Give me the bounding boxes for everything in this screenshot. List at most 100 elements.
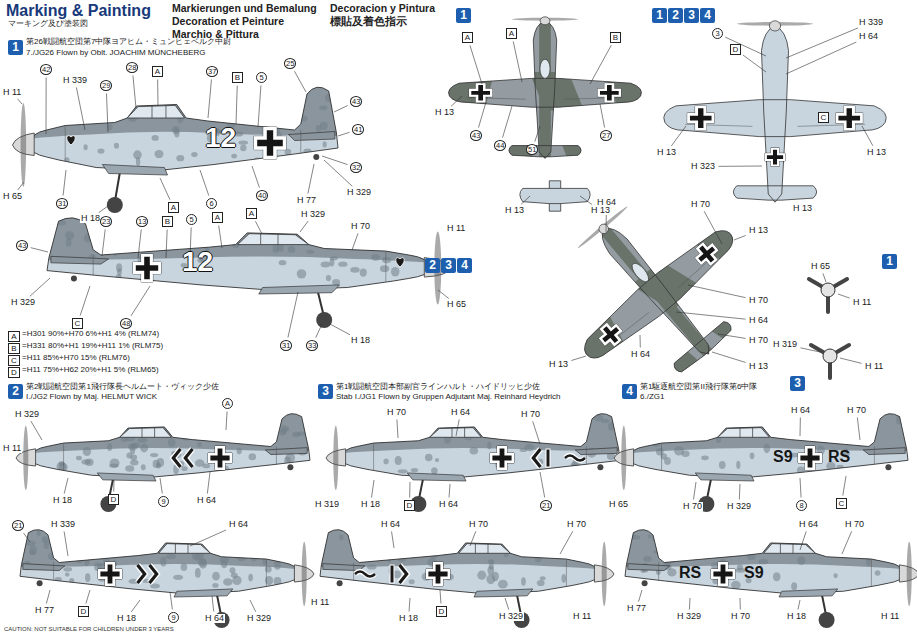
callout-number: 25 (284, 58, 296, 69)
mottle (867, 530, 875, 540)
mottle (270, 465, 275, 470)
leader-line (316, 324, 322, 338)
mottle (477, 571, 486, 580)
tail-wheel (337, 580, 343, 586)
mottle (90, 544, 96, 552)
color-letter-box: A (168, 202, 179, 213)
mottle (150, 453, 158, 457)
leader-line (160, 178, 170, 200)
canopy (540, 59, 550, 78)
canopy (459, 544, 511, 554)
bar-marking (546, 449, 550, 467)
leader-line (838, 294, 850, 298)
chevron-outline (173, 449, 180, 467)
wing-root (695, 473, 754, 481)
mottle (104, 546, 114, 550)
splinter-area (561, 141, 586, 162)
panel-line (871, 559, 872, 586)
mottle (380, 265, 389, 272)
mottle (664, 457, 671, 465)
mottle (763, 444, 770, 454)
mottle (130, 446, 135, 455)
panel-line (276, 447, 277, 465)
mottle (498, 580, 508, 589)
propeller (23, 426, 28, 490)
mottle (216, 412, 220, 421)
color-key-box: A (8, 331, 20, 342)
paint-code: H 18 (52, 496, 73, 505)
mottle (107, 443, 112, 451)
mottle (153, 460, 160, 468)
leader-line (308, 164, 314, 194)
paint-code: H 329 (10, 298, 36, 307)
mottle (484, 414, 493, 420)
callout-number: 5 (256, 72, 267, 83)
mottle (253, 112, 258, 119)
cross-border (691, 238, 723, 270)
leader-line (334, 105, 348, 112)
mottle (249, 453, 257, 460)
panel-line (63, 443, 64, 470)
section-number-badge: 3 (684, 8, 699, 23)
splinter-camouflage (444, 16, 647, 165)
mottle (338, 262, 347, 267)
canopy-frame (175, 544, 176, 554)
airframe-outline (733, 186, 816, 200)
node-text: 1 (12, 40, 19, 54)
paint-code: H 11 (310, 598, 330, 607)
paint-code: H 64 (748, 316, 769, 325)
cross-black (690, 108, 712, 128)
leader-line (131, 286, 150, 316)
canopy-frame (464, 428, 465, 438)
mottle (320, 225, 327, 234)
propeller (333, 426, 338, 490)
mottle (202, 427, 210, 436)
mottle (875, 570, 881, 576)
paint-code: H 13 (434, 108, 455, 117)
mottle (137, 539, 145, 544)
mottle (237, 448, 242, 455)
cross-black (800, 448, 819, 467)
paint-code: H 13 (590, 206, 611, 215)
cross-black (767, 150, 783, 165)
balkenkreuz (133, 254, 161, 282)
leader-line (294, 71, 306, 92)
airframe-outline (449, 78, 642, 107)
color-letter-box: D (436, 606, 447, 617)
leader-line (18, 99, 22, 104)
mottle (279, 260, 287, 265)
paint-code: H 323 (690, 162, 716, 171)
mottle (819, 421, 828, 425)
paint-code: H 329 (676, 612, 702, 621)
mottle (464, 533, 472, 538)
callout-number: 41 (352, 124, 364, 135)
wing-root (174, 589, 233, 597)
propeller (621, 426, 626, 490)
callout-number: 42 (40, 64, 52, 75)
tail-wheel (71, 275, 77, 281)
leader-line (170, 592, 172, 610)
propeller-front-view (809, 279, 847, 312)
mottle (407, 434, 417, 441)
mottle (736, 461, 740, 469)
callout-number: 33 (306, 340, 318, 351)
cross-black (838, 108, 860, 128)
balkenkreuz (687, 106, 714, 131)
node-text: 4 (461, 258, 468, 272)
leader-line (160, 478, 162, 494)
mottle (99, 532, 104, 538)
canopy-frame (154, 428, 155, 438)
canopy-frame (488, 544, 489, 553)
cross-white (711, 562, 735, 586)
leader-line (533, 421, 540, 444)
aircraft-planform (524, 161, 789, 423)
mottle (758, 559, 768, 564)
mottle (488, 559, 494, 563)
camouflage (32, 190, 432, 287)
paint-code: H 64 (790, 406, 811, 415)
node-text: 4 (704, 8, 711, 22)
leader-line (30, 278, 50, 296)
upper-camouflage (9, 505, 300, 569)
mottle (647, 428, 655, 433)
